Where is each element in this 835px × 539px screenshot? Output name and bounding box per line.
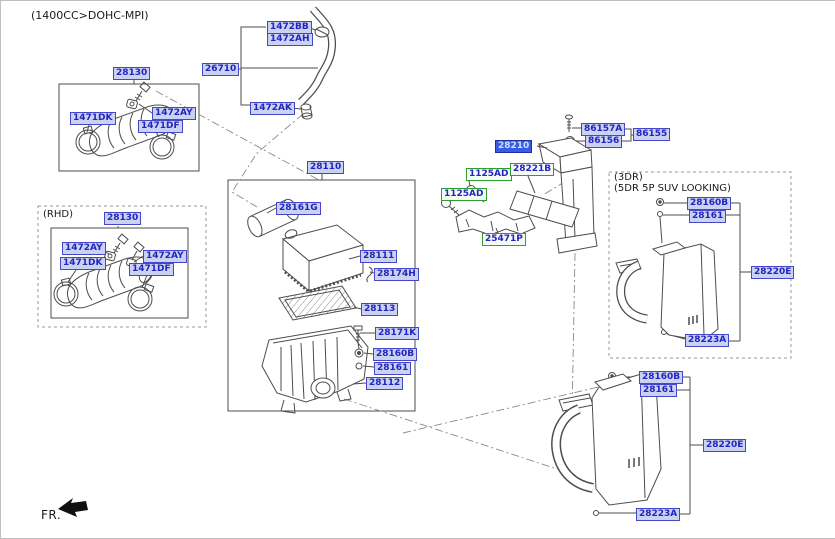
part-label-28160b-3dr[interactable]: 28160B [687,197,732,210]
front-direction-arrow-icon [58,498,88,517]
group-reference-lines [155,90,612,470]
heading-5dr-suv: (5DR 5P SUV LOOKING) [614,183,731,194]
part-label-28112[interactable]: 28112 [366,377,404,390]
part-label-28223a-main[interactable]: 28223A [636,508,681,521]
resonator-main-drawing [551,372,703,516]
part-label-28113[interactable]: 28113 [361,303,399,316]
front-direction-label: FR. [41,508,62,522]
part-label-86156[interactable]: 86156 [585,135,623,148]
part-label-1125ad-top[interactable]: 1125AD [466,168,512,181]
part-label-1125ad-left[interactable]: 1125AD [441,188,487,201]
part-label-28161[interactable]: 28161 [374,362,412,375]
part-label-28223a-3dr[interactable]: 28223A [685,334,730,347]
part-label-28220e-main[interactable]: 28220E [703,439,747,452]
part-label-1472ay-rhd-r[interactable]: 1472AY [143,250,187,263]
part-label-1471dk-rhd[interactable]: 1471DK [60,257,106,270]
part-label-28210-selected[interactable]: 28210 [495,140,533,153]
part-label-28174h[interactable]: 28174H [374,268,419,281]
part-label-28161-3dr[interactable]: 28161 [689,210,727,223]
part-label-1472ay-rhd-l[interactable]: 1472AY [62,242,106,255]
part-label-28130-rhd[interactable]: 28130 [104,212,142,225]
part-label-28160b-main[interactable]: 28160B [639,371,684,384]
part-label-1471dk[interactable]: 1471DK [70,112,116,125]
part-label-28160b[interactable]: 28160B [373,348,418,361]
breather-hose-drawing [230,6,337,120]
part-label-28161g[interactable]: 28161G [276,202,321,215]
part-label-26710[interactable]: 26710 [202,63,240,76]
heading-3dr: (3DR) [614,172,643,183]
part-label-86155[interactable]: 86155 [633,128,671,141]
part-label-28111[interactable]: 28111 [360,250,398,263]
resonator-3dr-drawing [615,198,751,342]
part-label-1472ay[interactable]: 1472AY [152,107,196,120]
part-label-28221b[interactable]: 28221B [510,163,555,176]
air-cleaner-drawing [247,174,375,414]
part-label-1472ah[interactable]: 1472AH [267,33,313,46]
diagram-title: (1400CC>DOHC-MPI) [31,9,149,22]
part-label-1471df-rhd[interactable]: 1471DF [129,263,174,276]
part-label-1472ak[interactable]: 1472AK [250,102,295,115]
heading-rhd: (RHD) [43,209,73,220]
part-label-1471df[interactable]: 1471DF [138,120,183,133]
part-label-28161-main[interactable]: 28161 [640,384,678,397]
group-dashed-boxes [37,171,792,359]
duct-and-bracket-drawing [441,114,633,254]
part-label-28130[interactable]: 28130 [113,67,151,80]
part-label-28220e-3dr[interactable]: 28220E [751,266,795,279]
part-label-28110[interactable]: 28110 [307,161,345,174]
part-label-25471p[interactable]: 25471P [482,233,526,246]
part-label-28171k[interactable]: 28171K [375,327,420,340]
